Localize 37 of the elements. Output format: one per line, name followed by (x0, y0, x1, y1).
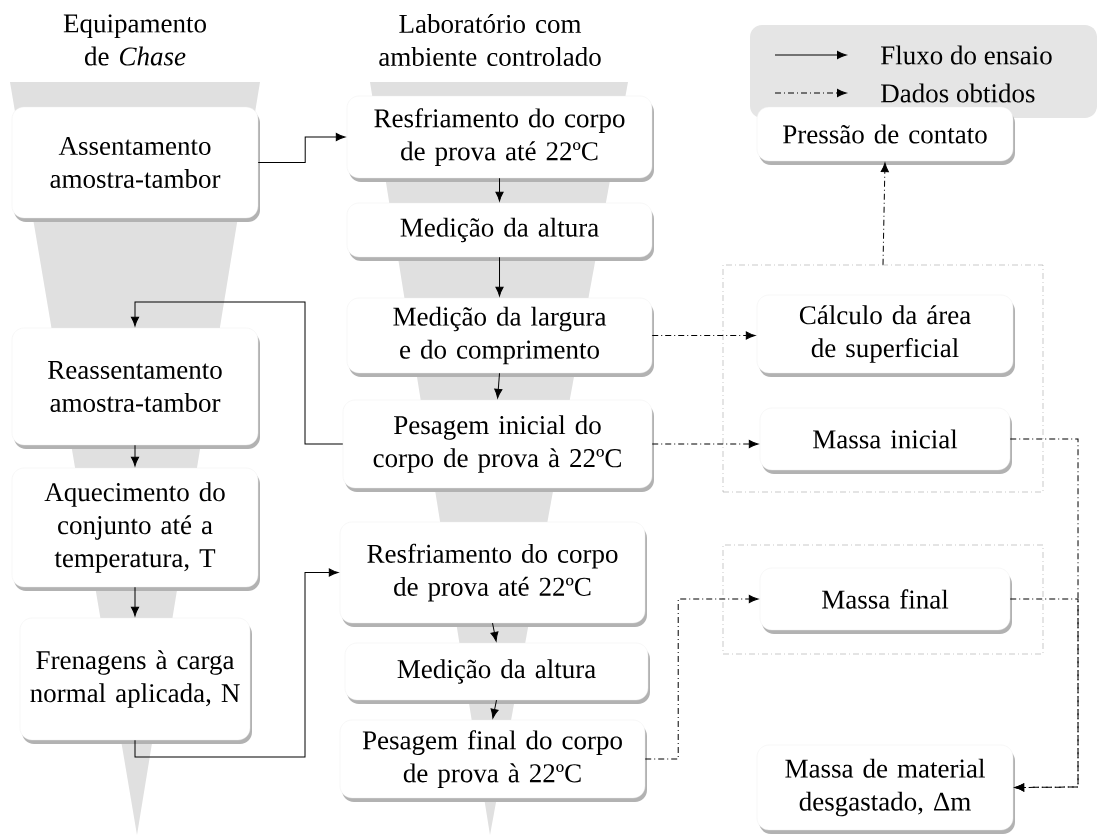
arrow (130, 444, 140, 467)
process-box: Frenagens à carga normal aplicada, N (19, 617, 252, 744)
arrow (495, 256, 504, 297)
process-box: Medição da altura (344, 642, 650, 704)
group-box (722, 264, 1044, 493)
legend-text: Fluxo do ensaio (881, 45, 1052, 65)
arrow (134, 568, 339, 758)
process-box: Aquecimento do conjunto até a temperatura, T (11, 467, 260, 591)
arrow (651, 331, 756, 340)
arrow (130, 301, 344, 445)
process-box: Massa inicial (759, 407, 1012, 474)
process-box: Medição da largura e do comprimento (346, 297, 654, 377)
process-box: Reassentamento amostra-tambor (11, 327, 260, 449)
arrow (494, 372, 503, 399)
process-box: Assentamento amostra-tambor (11, 106, 260, 222)
legend-text: Dados obtidos (881, 83, 1035, 103)
arrow (1009, 598, 1079, 792)
arrow (490, 699, 499, 719)
process-box: Resfriamento do corpo de prova até 22ºC (346, 95, 654, 182)
arrow (490, 622, 499, 642)
arrow (257, 132, 346, 163)
arrow (495, 177, 504, 202)
column-heading: Equipamento de Chase (63, 14, 206, 66)
group-box (722, 544, 1044, 655)
process-box: Medição da altura (346, 202, 654, 261)
arrow (880, 162, 889, 266)
process-box: Massa final (759, 567, 1012, 634)
process-box: Pesagem final do corpo de prova à 22ºC (339, 719, 647, 802)
process-box: Pesagem inicial do corpo de prova à 22ºC (342, 399, 654, 492)
process-box: Massa de material desgastado, Δm (756, 744, 1015, 834)
arrow (130, 586, 140, 617)
process-box: Pressão de contato (756, 106, 1015, 165)
arrow (644, 594, 759, 760)
process-box: Cálculo da área de superficial (756, 294, 1015, 377)
arrow (651, 439, 759, 449)
column-heading: Laboratório com ambiente controlado (379, 14, 601, 67)
process-box: Resfriamento do corpo de prova até 22ºC (339, 521, 647, 627)
